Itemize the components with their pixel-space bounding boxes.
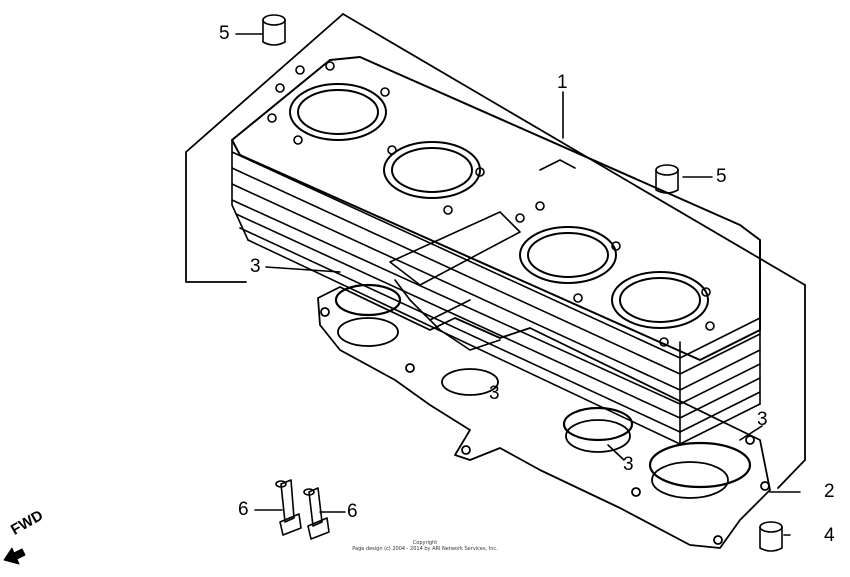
bolt-right	[303, 487, 330, 540]
callout-5-top: 5	[219, 23, 230, 44]
cylinder-base-gasket	[317, 286, 771, 549]
callout-3-center: 3	[489, 383, 500, 404]
callout-1: 1	[557, 72, 568, 93]
cooling-fins	[231, 139, 761, 445]
cylinder-bores	[289, 83, 709, 329]
callout-3-left: 3	[250, 256, 261, 277]
callout-4: 4	[824, 525, 835, 546]
dowel-pin-top-left	[262, 14, 286, 46]
callout-6-right: 6	[347, 501, 358, 522]
cylinder-block	[231, 56, 761, 445]
assembly-bracket	[185, 13, 806, 489]
bolt-left	[275, 479, 302, 536]
callout-2: 2	[824, 481, 835, 502]
dowel-pin-bottom	[759, 521, 783, 552]
leader-lines	[235, 33, 801, 536]
cam-chain-tunnel	[389, 159, 576, 351]
callout-6-left: 6	[238, 499, 249, 520]
copyright-line-1: Copyright	[412, 540, 438, 546]
callout-3-bottom: 3	[623, 454, 634, 475]
copyright-line-2: Page design (c) 2004 - 2014 by ARI Netwo…	[352, 546, 498, 552]
dowel-pin-right	[655, 164, 679, 194]
callout-3-right: 3	[757, 409, 768, 430]
o-rings	[334, 283, 752, 489]
forward-arrow-icon	[3, 547, 26, 565]
stud-holes	[267, 61, 715, 347]
callout-5-right: 5	[716, 166, 727, 187]
copyright-notice: Copyright Page design (c) 2004 - 2014 by…	[300, 540, 550, 552]
